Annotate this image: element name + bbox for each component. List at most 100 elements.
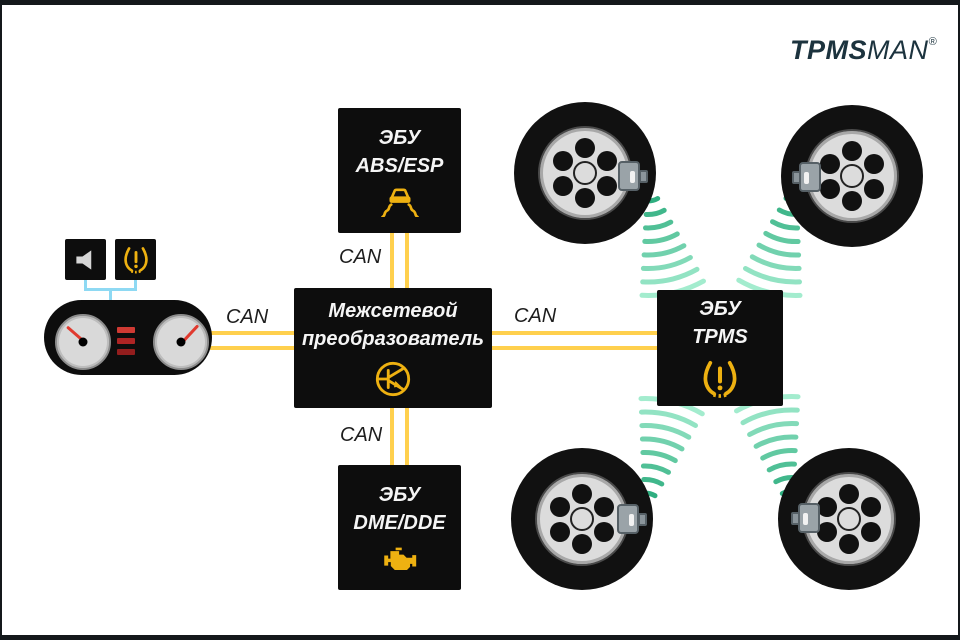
wireless-arc [743,266,802,285]
tpms-sensor [799,162,821,192]
wireless-arc [753,434,799,449]
can-label-bottom: CAN [340,424,383,446]
rim-hole [860,496,881,517]
wireless-arc [639,409,698,428]
wireless-arc [639,423,692,440]
gauge-hub [78,337,88,347]
wireless-arc [763,230,801,245]
instrument-cluster [44,300,212,375]
can-bus-line [405,231,409,291]
block-title: ЭБУ [378,126,421,149]
indicator-wire [134,280,137,290]
wireless-arc [766,461,797,473]
block-title: Межсетевой [328,300,458,322]
tpms-sensor-nub [639,170,648,183]
can-bus-line [390,406,394,468]
wheel-rear-left [511,448,653,590]
gateway-converter-block: Межсетевой преобразователь [294,288,492,408]
ecu-abs-esp-block: ЭБУ ABS/ESP [338,108,461,233]
can-label-right: CAN [514,305,557,327]
gauge-left [55,314,111,370]
cluster-bar [117,349,135,355]
rim-hole [817,521,838,542]
tpms-sensor [798,503,820,533]
registered-mark: ® [928,36,938,48]
can-label-top: CAN [339,246,382,268]
esp-warning-icon [379,187,421,217]
wireless-arc [640,449,678,464]
rim-hole [550,521,571,542]
ecu-tpms-block: ЭБУ TPMS [657,290,783,406]
rim-hole [842,191,862,211]
wireless-arc [639,436,685,452]
speaker-indicator [65,239,106,280]
logo-light: MAN [867,35,929,65]
rim-hole [572,534,592,554]
block-title: ЭБУ [699,298,741,320]
rim-hole [839,534,859,554]
transistor-icon [374,360,412,398]
tpms-indicator [115,239,156,280]
wireless-arc [643,219,674,231]
can-bus-line [205,331,298,335]
block-subtitle: ABS/ESP [355,154,444,177]
rim-hole [820,178,841,199]
rim-hole [863,178,884,199]
tpms-sensor [617,504,639,534]
wheel-hub [573,161,597,185]
wireless-arc [740,407,800,426]
rim-hole [575,188,595,208]
rim-hole [839,484,859,504]
wheel-hub [570,507,594,531]
tpms-warning-icon [121,245,151,275]
can-bus-line [488,346,661,350]
speaker-icon [72,246,100,274]
indicator-wire [84,280,87,290]
block-subtitle: DME/DDE [353,511,446,534]
rim-hole [550,496,571,517]
rim-hole [553,150,574,171]
cluster-bar [117,327,135,333]
block-subtitle: TPMS [692,326,748,348]
rim-hole [596,175,617,196]
wireless-arc [641,477,665,487]
ecu-dme-dde-block: ЭБУ DME/DDE [338,465,461,590]
wireless-arc [640,266,700,285]
rim-hole [575,138,595,158]
rim-hole [817,496,838,517]
tpms-sensor-nub [638,513,647,526]
can-bus-line [405,406,409,468]
tpms-sensor-nub [791,512,800,525]
indicator-wire [109,288,112,302]
block-title: ЭБУ [378,483,421,506]
block-subtitle: преобразователь [301,328,485,350]
logo-bold: TPMS [790,35,868,65]
wheel-hub [837,507,861,531]
wireless-arc [770,219,801,231]
wireless-arc [642,231,680,244]
tpms-sensor-nub [792,171,801,184]
rim-hole [863,153,884,174]
gauge-hub [176,337,186,347]
wireless-arc [640,463,671,475]
wireless-arc [760,448,798,461]
rim-hole [593,496,614,517]
tpms-warning-icon [699,358,741,400]
rim-hole [860,521,881,542]
cluster-bar [117,338,135,344]
wireless-arc [643,207,667,218]
tpmsman-logo: TPMSMAN® [790,35,937,66]
can-bus-line [390,231,394,291]
wireless-arc [747,421,800,437]
rim-hole [842,141,862,161]
rim-hole [820,153,841,174]
wireless-arc [756,242,802,258]
wireless-arc [640,255,693,271]
wireless-arc [641,243,687,258]
check-engine-icon [379,544,421,574]
can-label-left: CAN [226,306,269,328]
tpms-sensor [618,161,640,191]
wireless-arc [749,254,802,271]
rim-hole [596,150,617,171]
can-bus-line [488,331,661,335]
